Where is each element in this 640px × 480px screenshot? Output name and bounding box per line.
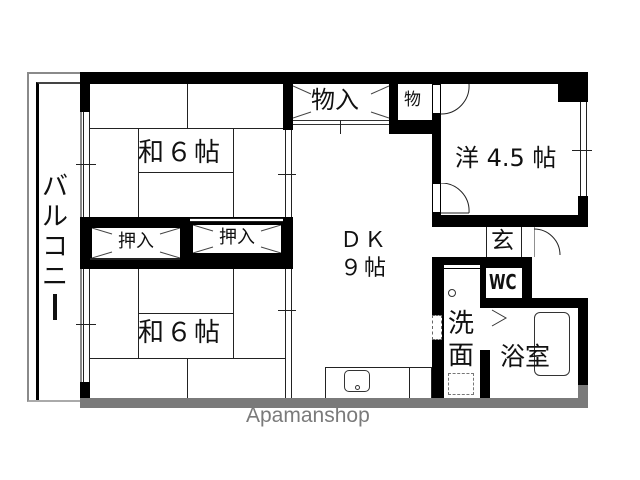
yoshitsu-label: 洋 4.5 帖 xyxy=(455,144,557,172)
tatami-line xyxy=(187,358,188,398)
oshiire-left-label: 押入 xyxy=(118,231,154,252)
balcony-char: ニ xyxy=(41,262,68,292)
balcony-char: バ xyxy=(41,172,68,202)
window-mark xyxy=(76,164,96,165)
sliding-door xyxy=(285,269,286,398)
oshiire-right: 押入 xyxy=(193,225,281,253)
watermark: Apamanshop xyxy=(246,404,370,427)
oshiire-right-label: 押入 xyxy=(219,227,255,248)
door-swing xyxy=(441,183,470,214)
wall-col-top xyxy=(283,72,293,130)
sliding-door xyxy=(444,265,484,268)
wall-top xyxy=(80,72,588,84)
door-opening xyxy=(432,183,441,213)
wall-wc-left xyxy=(480,265,486,298)
balcony-rail xyxy=(36,82,80,400)
dk-label-line2: ９帖 xyxy=(340,256,389,281)
wc-label: WC xyxy=(489,270,517,294)
window-left-bottom xyxy=(83,269,84,382)
door-swing xyxy=(441,84,470,115)
bathroom-label: 浴室 xyxy=(500,342,551,371)
window-right xyxy=(580,102,581,196)
wc: WC xyxy=(486,268,522,298)
frame-corner xyxy=(578,385,588,408)
monoire-label: 物入 xyxy=(311,86,359,114)
washitsu-bottom-label: 和６帖 xyxy=(138,318,223,348)
washer-dots xyxy=(432,315,442,340)
window-left-bottom-2 xyxy=(89,269,90,382)
balcony-label: バ ル コ ニ xyxy=(40,172,70,320)
drain-icon xyxy=(355,385,360,390)
senmen-label-2: 面 xyxy=(448,341,475,371)
tatami-line xyxy=(138,313,233,314)
tatami-line xyxy=(233,269,234,358)
kitchen-counter xyxy=(325,367,432,398)
wall-right-mid xyxy=(578,196,588,227)
wall-left-top xyxy=(80,72,90,112)
washing-machine-pan xyxy=(448,373,474,395)
senmen: 洗 面 xyxy=(444,281,480,398)
wall-bath-top xyxy=(480,298,588,308)
washitsu-bottom: 和６帖 xyxy=(90,269,285,398)
wall-left-bottom xyxy=(80,382,90,398)
bathroom: 浴室 xyxy=(490,308,578,398)
washitsu-top: 和６帖 xyxy=(90,84,285,217)
tatami-line xyxy=(90,128,285,129)
balcony-char: ル xyxy=(41,202,68,232)
wall-wash-right xyxy=(480,350,490,398)
mono-closet: 物 xyxy=(399,84,431,120)
balcony-char: コ xyxy=(41,232,68,262)
wall-corner xyxy=(558,72,588,102)
mono-label: 物 xyxy=(404,90,421,110)
sink-icon xyxy=(344,370,370,392)
genkan-label: 玄 xyxy=(491,228,514,254)
tatami-line xyxy=(187,84,188,128)
wall-segment xyxy=(389,120,435,134)
wall-yoshitsu-left xyxy=(432,72,441,227)
genkan: 玄 xyxy=(486,227,522,260)
window-mark xyxy=(572,150,592,151)
tatami-line xyxy=(138,172,233,173)
entrance-door-swing xyxy=(534,227,561,257)
bathtub xyxy=(534,312,570,376)
sliding-door xyxy=(90,258,180,260)
door-mark xyxy=(278,310,296,311)
monoire-closet: 物入 xyxy=(293,84,389,120)
senmen-label-1: 洗 xyxy=(448,309,475,339)
window-mark xyxy=(76,324,96,325)
sliding-door xyxy=(291,269,292,398)
window-right xyxy=(586,102,587,196)
dk-label-line1: ＤＫ xyxy=(340,228,389,253)
wall-col-monoire xyxy=(389,72,398,134)
door-mark xyxy=(340,120,341,134)
door-mark xyxy=(278,174,296,175)
door-opening xyxy=(432,84,441,114)
basin-icon xyxy=(448,289,456,297)
wall-right-bath xyxy=(578,298,588,398)
sliding-door xyxy=(285,130,286,220)
wall-wc-right xyxy=(522,257,532,301)
bottom-band xyxy=(80,398,588,408)
counter-divider xyxy=(409,367,410,398)
oshiire-left: 押入 xyxy=(92,228,180,258)
sliding-door xyxy=(293,120,389,125)
door-arrow xyxy=(491,309,508,327)
balcony-char-long xyxy=(53,294,57,320)
sliding-door xyxy=(190,218,283,222)
sliding-door xyxy=(291,130,292,220)
tatami-line xyxy=(233,128,234,217)
wall-yoshitsu-bottom xyxy=(432,215,588,227)
washitsu-top-label: 和６帖 xyxy=(138,138,223,168)
